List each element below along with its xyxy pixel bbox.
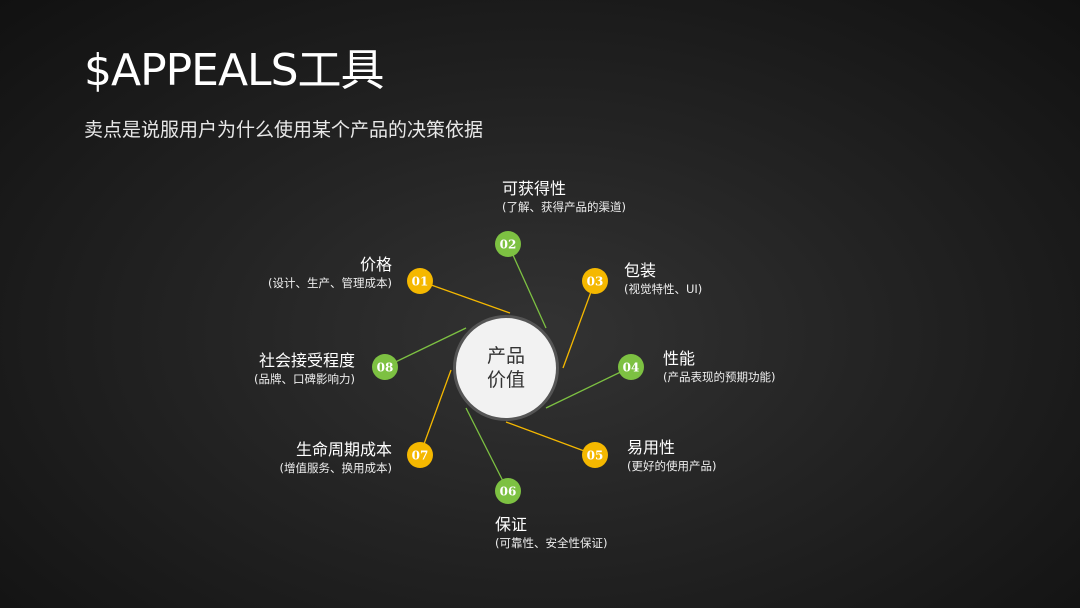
node-number: 08	[377, 361, 394, 375]
connector-line-06	[465, 407, 509, 492]
item-desc: (可靠性、安全性保证)	[495, 536, 608, 550]
node-number: 06	[500, 485, 517, 499]
node-number: 03	[587, 275, 604, 289]
node-number: 07	[412, 449, 429, 463]
page-subtitle: 卖点是说服用户为什么使用某个产品的决策依据	[84, 119, 484, 141]
item-desc: (更好的使用产品)	[627, 459, 717, 473]
item-title: 包装	[624, 261, 657, 280]
node-03	[582, 268, 608, 294]
label-social-acceptance: 社会接受程度 (品牌、口碑影响力)	[254, 351, 355, 387]
label-packaging: 包装 (视觉特性、UI)	[624, 261, 702, 297]
connector-line-01	[419, 280, 511, 314]
node-number: 01	[412, 275, 429, 289]
item-title: 易用性	[627, 438, 676, 457]
center-label-line2: 价值	[486, 369, 525, 391]
item-desc: (设计、生产、管理成本)	[268, 276, 392, 290]
node-02	[495, 231, 521, 257]
node-05	[582, 442, 608, 468]
label-ease-of-use: 易用性 (更好的使用产品)	[627, 438, 716, 474]
center-label-line1: 产品	[486, 345, 525, 367]
node-01	[407, 268, 433, 294]
item-desc: (增值服务、换用成本)	[279, 461, 392, 475]
connector-line-08	[384, 327, 467, 368]
connector-line-03	[562, 280, 596, 369]
item-title: 保证	[495, 515, 528, 534]
item-desc: (产品表现的预期功能)	[663, 370, 776, 384]
node-number: 05	[587, 449, 604, 463]
center-circle	[456, 318, 556, 418]
page-title: $APPEALS工具	[84, 45, 385, 96]
connector-line-04	[545, 366, 632, 409]
node-number: 04	[623, 361, 640, 375]
center-label: 产品 价值	[456, 344, 556, 392]
label-assurance: 保证 (可靠性、安全性保证)	[495, 515, 607, 551]
item-title: 可获得性	[502, 179, 567, 198]
node-number: 02	[500, 238, 517, 252]
connector-line-05	[505, 421, 596, 456]
connector-line-02	[507, 243, 547, 329]
node-07	[407, 442, 433, 468]
item-title: 价格	[359, 255, 392, 274]
label-performance: 性能 (产品表现的预期功能)	[663, 349, 775, 385]
node-08	[372, 354, 398, 380]
node-06	[495, 478, 521, 504]
connector-line-07	[419, 369, 452, 456]
item-title: 社会接受程度	[258, 351, 355, 370]
item-title: 生命周期成本	[295, 440, 392, 459]
item-title: 性能	[663, 349, 696, 368]
item-desc: (品牌、口碑影响力)	[254, 372, 355, 386]
item-desc: (视觉特性、UI)	[624, 282, 703, 296]
item-desc: (了解、获得产品的渠道)	[502, 200, 626, 214]
label-price: 价格 (设计、生产、管理成本)	[268, 255, 392, 291]
label-lifecycle-cost: 生命周期成本 (增值服务、换用成本)	[280, 440, 392, 476]
node-04	[618, 354, 644, 380]
label-availability: 可获得性 (了解、获得产品的渠道)	[502, 179, 626, 215]
